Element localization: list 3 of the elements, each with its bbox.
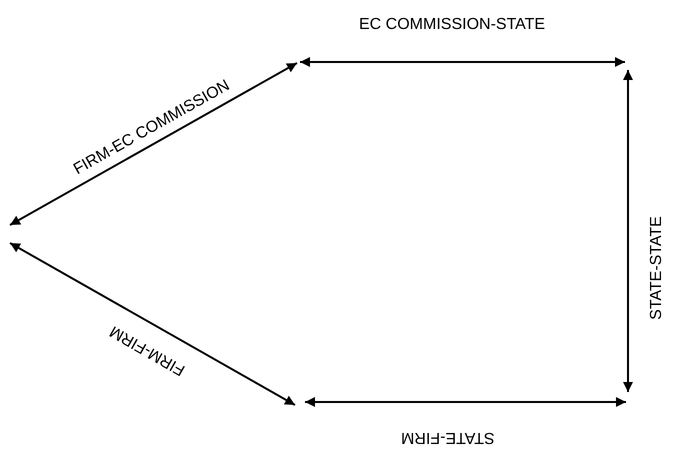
arrow-label: EC COMMISSION-STATE bbox=[359, 17, 546, 33]
arrow-label: STATE-STATE bbox=[648, 216, 665, 320]
arrow-label: STATE-FIRM bbox=[401, 429, 495, 445]
